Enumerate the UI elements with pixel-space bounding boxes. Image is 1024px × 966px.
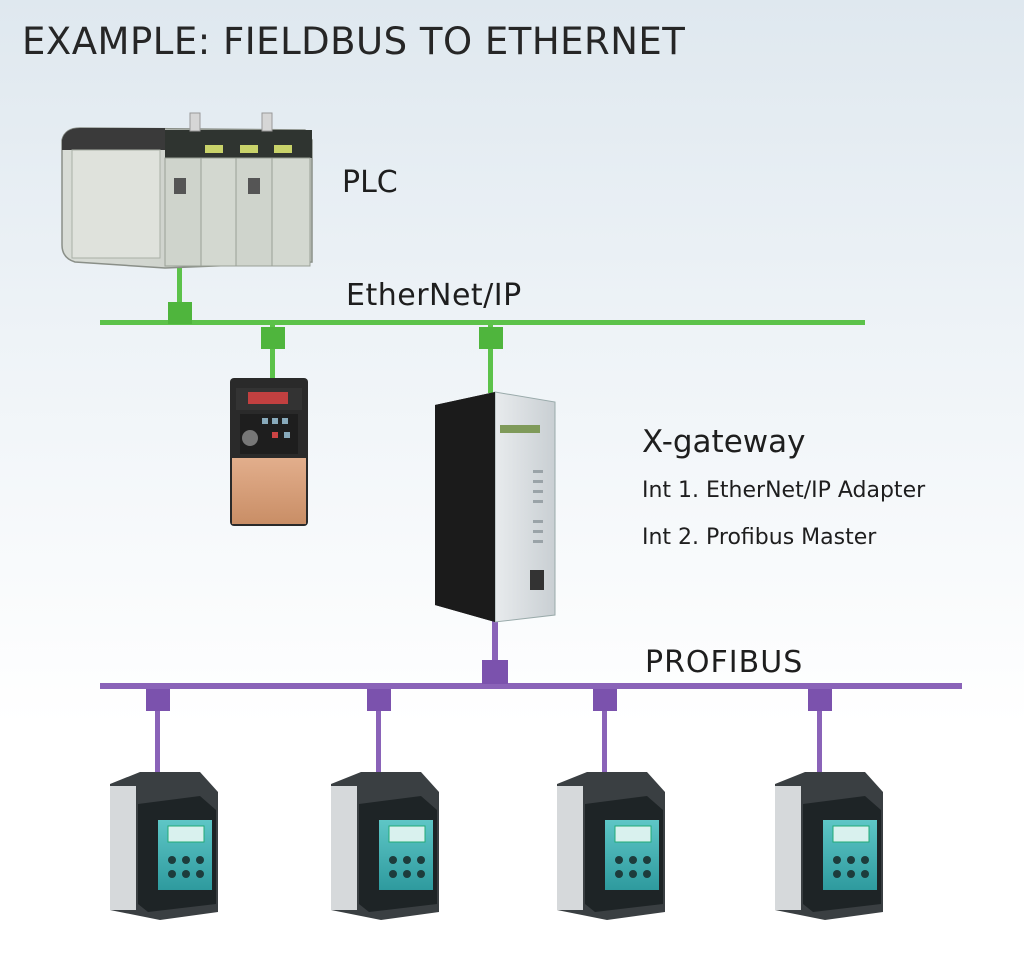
gateway-interface-1: Int 1. EtherNet/IP Adapter bbox=[642, 478, 926, 503]
plc-rack-icon bbox=[61, 112, 313, 269]
profibus-bus bbox=[100, 620, 962, 779]
profibus-network-label: PROFIBUS bbox=[645, 645, 804, 680]
profibus-drive-icon bbox=[557, 772, 665, 920]
ethernet-drive-icon bbox=[230, 378, 308, 526]
profibus-drive-icon bbox=[775, 772, 883, 920]
ethernet-network-label: EtherNet/IP bbox=[346, 278, 522, 313]
gateway-device-icon bbox=[435, 391, 556, 623]
ethernet-bus bbox=[100, 268, 865, 393]
diagram-title: EXAMPLE: FIELDBUS TO ETHERNET bbox=[22, 20, 686, 63]
profibus-drive-icon bbox=[110, 772, 218, 920]
gateway-interface-2: Int 2. Profibus Master bbox=[642, 525, 877, 550]
profibus-drive-icon bbox=[331, 772, 439, 920]
plc-label: PLC bbox=[342, 165, 398, 200]
gateway-label: X-gateway bbox=[642, 424, 806, 460]
